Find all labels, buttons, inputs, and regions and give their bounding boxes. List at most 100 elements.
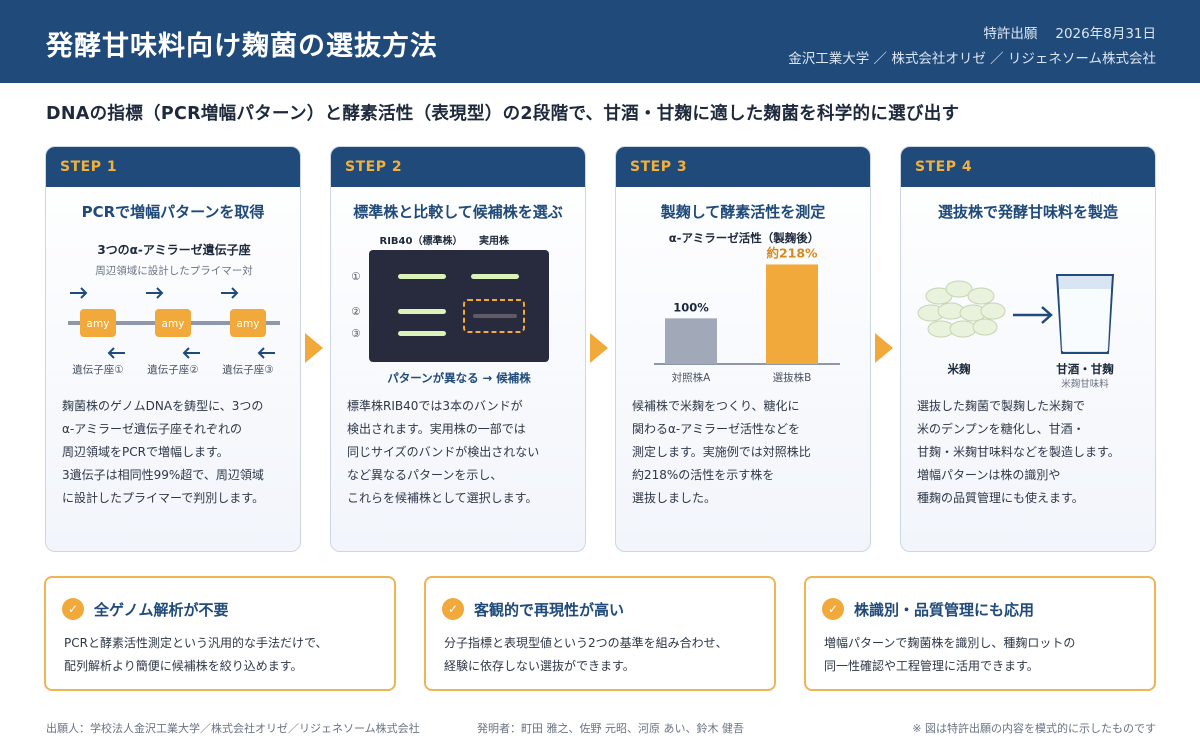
text-line: α-アミラーゼ遺伝子座それぞれの bbox=[62, 422, 243, 436]
step-title: 製麹して酵素活性を測定 bbox=[660, 203, 826, 221]
text-line: 経験に依存しない選抜ができます。 bbox=[444, 659, 635, 673]
feature-card-2: ✓ 客観的で再現性が高い 分子指標と表現型値という2つの基準を組み合わせ、 経験… bbox=[424, 576, 776, 691]
lane-label-standard: RIB40（標準株） bbox=[380, 234, 463, 247]
step-description: 麹菌株のゲノムDNAを鋳型に、3つの α-アミラーゼ遺伝子座それぞれの 周辺領域… bbox=[62, 395, 292, 510]
footer-note: ※ 図は特許出願の内容を模式的に示したものです bbox=[912, 722, 1156, 735]
forward-primer-arrows bbox=[70, 287, 239, 299]
flow-arrow-icon bbox=[305, 333, 323, 363]
check-icon: ✓ bbox=[62, 598, 84, 620]
chart-title: α-アミラーゼ活性（製麹後） bbox=[669, 231, 819, 245]
patent-label: 特許出願 bbox=[983, 26, 1038, 42]
figure-caption: 周辺領域に設計したプライマー対 bbox=[95, 264, 253, 277]
text-line: 周辺領域をPCRで増幅します。 bbox=[62, 445, 229, 459]
cup-liquid bbox=[1059, 289, 1111, 351]
category-label: 選抜株B bbox=[773, 371, 812, 384]
text-line: これらを候補株として選択します。 bbox=[347, 491, 538, 505]
text-line: 増幅パターンは株の識別や bbox=[917, 468, 1061, 482]
gene-label: amy bbox=[162, 318, 185, 330]
step-description: 標準株RIB40では3本のバンドが 検出されます。実用株の一部では 同じサイズの… bbox=[347, 395, 577, 510]
feature-title: 株識別・品質管理にも応用 bbox=[854, 601, 1035, 619]
text-line: 分子指標と表現型値という2つの基準を組み合わせ、 bbox=[444, 636, 728, 650]
text-line: 標準株RIB40では3本のバンドが bbox=[347, 399, 523, 413]
reverse-primer-icon bbox=[182, 347, 200, 359]
patent-info: 特許出願 2026年8月31日 bbox=[965, 22, 1156, 42]
feature-text: 増幅パターンで麹菌株を識別し、種麹ロットの 同一性確認や工程管理に活用できます。 bbox=[824, 632, 1144, 678]
sweetener-diagram: 米麹 甘酒・甘麹 米麹甘味料 bbox=[917, 274, 1114, 390]
check-icon: ✓ bbox=[822, 598, 844, 620]
gel-band bbox=[398, 309, 446, 314]
band-marker: ③ bbox=[351, 328, 360, 340]
applicant-list: 金沢工業大学 ／ 株式会社オリゼ ／ リジェネソーム株式会社 bbox=[788, 51, 1156, 67]
page-title: 発酵甘味料向け麹菌の選抜方法 bbox=[46, 31, 438, 62]
locus-label: 遺伝子座① bbox=[72, 363, 123, 376]
pcr-loci-diagram: 3つのα-アミラーゼ遺伝子座 周辺領域に設計したプライマー対 amy amy a… bbox=[68, 242, 280, 376]
text-line: 甘麹・米麹甘味料などを製造します。 bbox=[917, 445, 1120, 459]
process-arrow-icon bbox=[1013, 306, 1053, 324]
patent-date: 2026年8月31日 bbox=[1055, 26, 1156, 42]
text-line: に設計したプライマーで判別します。 bbox=[62, 491, 265, 505]
bar-value-label: 約218% bbox=[766, 245, 818, 260]
category-label: 対照株A bbox=[672, 371, 711, 384]
step-label: STEP 1 bbox=[46, 147, 300, 187]
reverse-primer-arrows bbox=[107, 347, 275, 359]
activity-chart: α-アミラーゼ活性（製麹後） 100% 対照株A 約218% 選抜株B bbox=[654, 231, 840, 384]
gene-label: amy bbox=[237, 318, 260, 330]
output-caption: 米麹甘味料 bbox=[1061, 378, 1109, 390]
input-label: 米麹 bbox=[947, 362, 971, 376]
text-line: 約218%の活性を示す株を bbox=[632, 468, 775, 482]
text-line: 種麹の品質管理にも使えます。 bbox=[917, 491, 1084, 505]
step-title: 標準株と比較して候補株を選ぶ bbox=[353, 203, 563, 221]
step-card-4: STEP 4 選抜株で発酵甘味料を製造 米麹 甘酒・甘麹 米麹甘味料 選抜した麹… bbox=[900, 146, 1156, 552]
gene-box bbox=[155, 309, 191, 337]
step-card-1: STEP 1 PCRで増幅パターンを取得 3つのα-アミラーゼ遺伝子座 周辺領域… bbox=[45, 146, 301, 552]
text-line: 関わるα-アミラーゼ活性などを bbox=[632, 422, 801, 436]
faint-band bbox=[473, 314, 517, 318]
check-icon: ✓ bbox=[442, 598, 464, 620]
forward-primer-icon bbox=[146, 287, 164, 299]
flow-arrow-icon bbox=[590, 333, 608, 363]
reverse-primer-icon bbox=[257, 347, 275, 359]
feature-text: 分子指標と表現型値という2つの基準を組み合わせ、 経験に依存しない選抜ができます… bbox=[444, 632, 764, 678]
forward-primer-icon bbox=[221, 287, 239, 299]
text-line: 配列解析より簡便に候補株を絞り込めます。 bbox=[64, 659, 303, 673]
text-line: 3遺伝子は相同性99%超で、周辺領域 bbox=[62, 468, 264, 482]
step-label: STEP 3 bbox=[616, 147, 870, 187]
feature-title: 客観的で再現性が高い bbox=[474, 601, 625, 619]
rice-koji-icon bbox=[917, 280, 1006, 338]
page-subtitle: DNAの指標（PCR増幅パターン）と酵素活性（表現型）の2段階で、甘酒・甘麹に適… bbox=[46, 104, 960, 124]
text-line: 米のデンプンを糖化し、甘酒・ bbox=[917, 422, 1085, 436]
gel-band bbox=[398, 331, 446, 336]
text-line: 選抜した麹菌で製麹した米麹で bbox=[917, 399, 1086, 413]
step-description: 候補株で米麹をつくり、糖化に 関わるα-アミラーゼ活性などを 測定します。実施例… bbox=[632, 395, 862, 510]
step-label: STEP 2 bbox=[331, 147, 585, 187]
flow-arrow-icon bbox=[875, 333, 893, 363]
forward-primer-icon bbox=[70, 287, 88, 299]
step-description: 選抜した麹菌で製麹した米麹で 米のデンプンを糖化し、甘酒・ 甘麹・米麹甘味料など… bbox=[917, 395, 1147, 510]
bar-2 bbox=[766, 264, 818, 364]
locus-label: 遺伝子座② bbox=[147, 363, 198, 376]
text-line: など異なるパターンを示し、 bbox=[347, 468, 503, 482]
missing-band-highlight bbox=[463, 299, 525, 333]
text-line: 候補株で米麹をつくり、糖化に bbox=[632, 399, 800, 413]
feature-title: 全ゲノム解析が不要 bbox=[94, 601, 229, 619]
step-card-2: STEP 2 標準株と比較して候補株を選ぶ RIB40（標準株） 実用株 ① ②… bbox=[330, 146, 586, 552]
locus-label: 遺伝子座③ bbox=[222, 363, 273, 376]
gel-diagram: RIB40（標準株） 実用株 ① ② ③ パターンが異なる → 候補株 bbox=[351, 234, 549, 385]
gel-caption: パターンが異なる → 候補株 bbox=[387, 371, 531, 385]
bar-value-label: 100% bbox=[673, 300, 709, 314]
step-label: STEP 4 bbox=[901, 147, 1155, 187]
output-label: 甘酒・甘麹 bbox=[1056, 362, 1114, 376]
text-line: 測定します。実施例では対照株比 bbox=[632, 445, 811, 459]
header-bar: 発酵甘味料向け麹菌の選抜方法 特許出願 2026年8月31日 金沢工業大学 ／ 株… bbox=[0, 0, 1200, 83]
bars-group: 100% 対照株A 約218% 選抜株B bbox=[665, 245, 818, 384]
gel-band bbox=[398, 274, 446, 279]
step-title: 選抜株で発酵甘味料を製造 bbox=[937, 203, 1118, 221]
gene-box bbox=[80, 309, 116, 337]
feature-card-1: ✓ 全ゲノム解析が不要 PCRと酵素活性測定という汎用的な手法だけで、 配列解析… bbox=[44, 576, 396, 691]
step-card-3: STEP 3 製麹して酵素活性を測定 α-アミラーゼ活性（製麹後） 100% 対照… bbox=[615, 146, 871, 552]
text-line: 増幅パターンで麹菌株を識別し、種麹ロットの bbox=[824, 636, 1076, 650]
lane-label-practical: 実用株 bbox=[479, 234, 510, 247]
text-line: 麹菌株のゲノムDNAを鋳型に、3つの bbox=[62, 399, 264, 413]
text-line: 同じサイズのバンドが検出されない bbox=[347, 445, 540, 459]
footer-inventors: 発明者：町田 雅之、佐野 元昭、河原 あい、鈴木 健吾 bbox=[477, 722, 744, 735]
